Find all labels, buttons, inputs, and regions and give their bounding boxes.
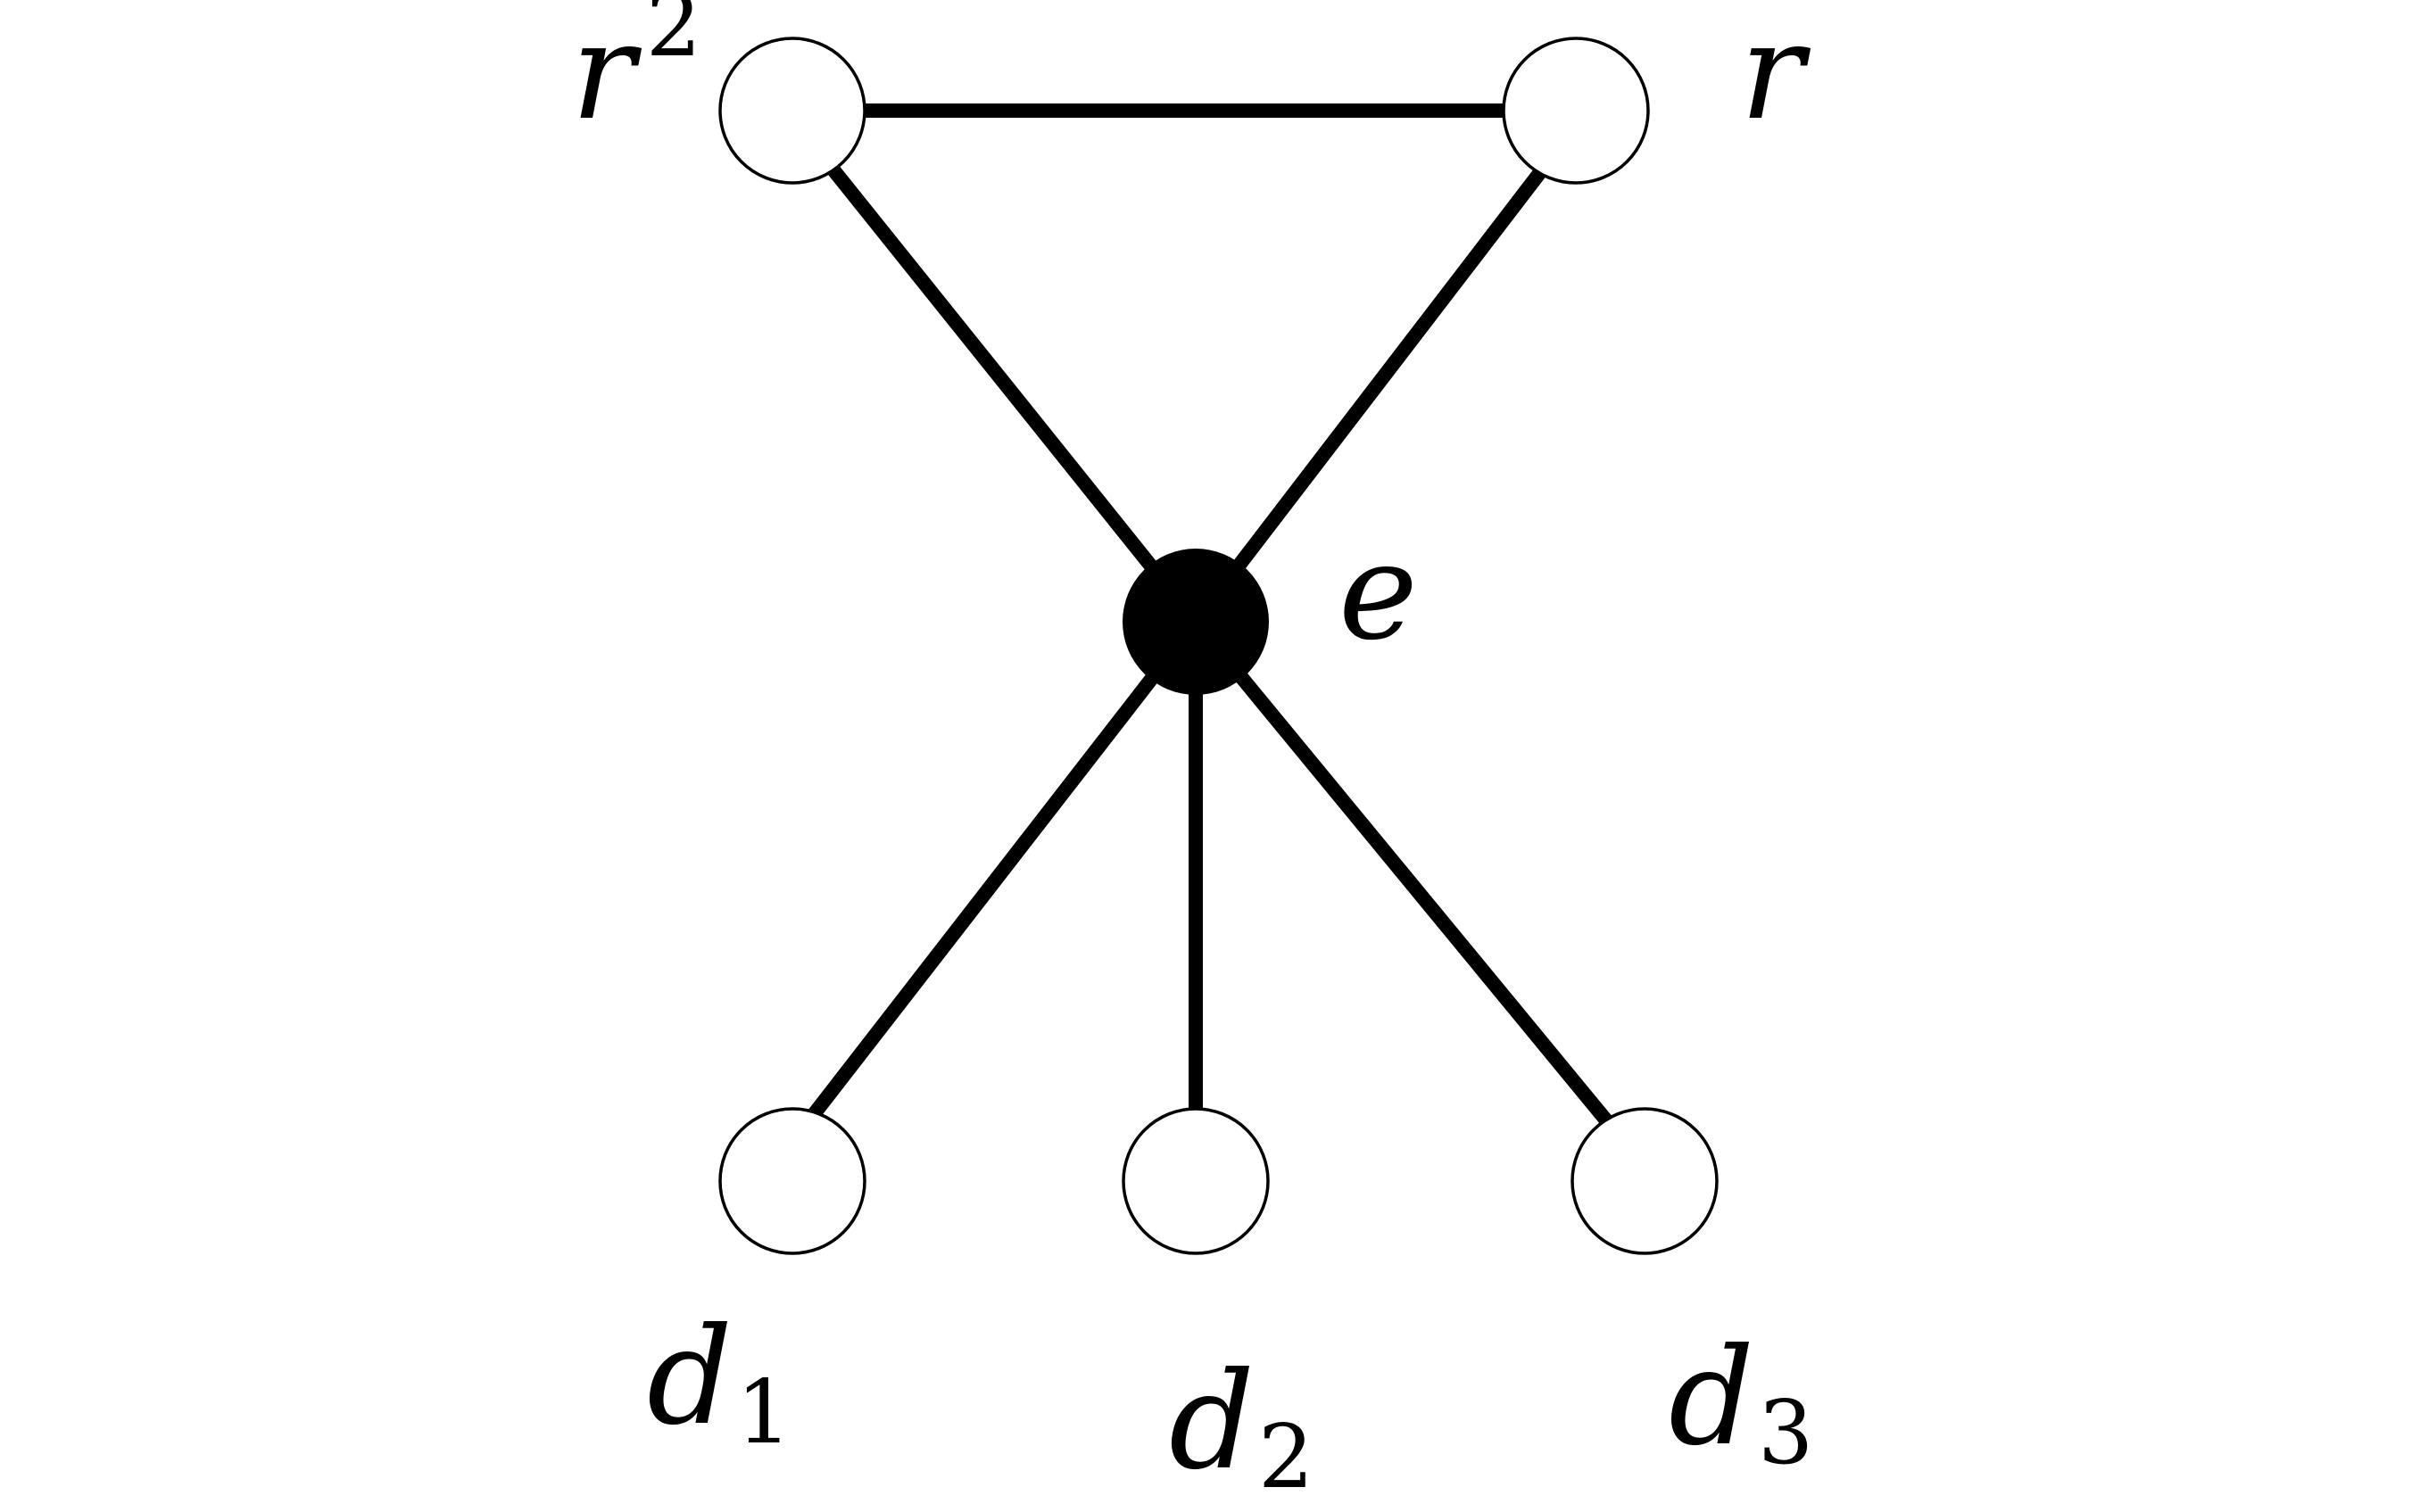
node-label-d1: d1 bbox=[647, 1300, 791, 1464]
label-base: d bbox=[1169, 1344, 1255, 1500]
label-base: r bbox=[1740, 0, 1811, 150]
label-subscript: 3 bbox=[1758, 1383, 1813, 1484]
edge-e-d1 bbox=[798, 615, 1203, 1133]
label-base: r bbox=[571, 0, 642, 150]
node-label-r: r bbox=[1740, 0, 1811, 150]
node-r bbox=[1502, 37, 1650, 185]
label-base: e bbox=[1338, 515, 1418, 670]
edge-r-e bbox=[1189, 157, 1554, 629]
edges-group bbox=[798, 103, 1618, 1133]
node-e bbox=[1123, 549, 1269, 695]
node-label-d2: d2 bbox=[1169, 1344, 1314, 1508]
label-base: d bbox=[1669, 1320, 1754, 1475]
label-subscript: 1 bbox=[736, 1362, 791, 1464]
node-d2 bbox=[1122, 1107, 1270, 1255]
edge-e-d3 bbox=[1189, 615, 1618, 1133]
node-label-d3: d3 bbox=[1669, 1320, 1813, 1484]
node-d1 bbox=[718, 1107, 866, 1255]
label-subscript: 2 bbox=[1258, 1407, 1314, 1508]
edge-r2-e bbox=[821, 156, 1203, 629]
node-label-e: e bbox=[1338, 515, 1418, 670]
node-r2 bbox=[718, 37, 866, 185]
label-superscript: 2 bbox=[646, 0, 701, 77]
nodes-group bbox=[718, 37, 1719, 1255]
node-d3 bbox=[1571, 1107, 1719, 1255]
label-base: d bbox=[647, 1300, 733, 1455]
